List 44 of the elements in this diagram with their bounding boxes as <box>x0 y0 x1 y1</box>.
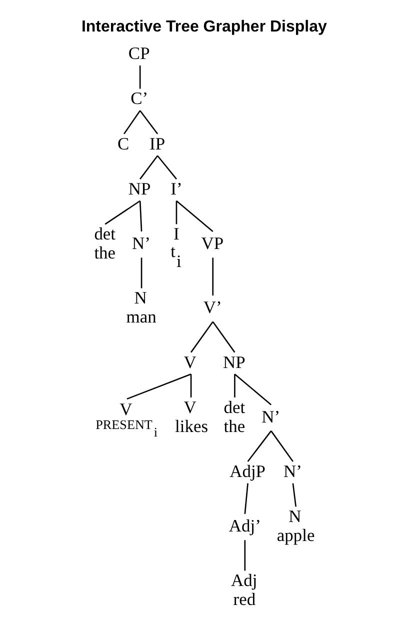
connector <box>212 321 235 353</box>
connector <box>234 374 235 398</box>
connector <box>244 483 248 514</box>
node-text: NP <box>222 352 245 372</box>
node-text: N’ <box>132 233 150 254</box>
connector <box>139 155 158 180</box>
connector <box>156 155 176 180</box>
node-text: N man <box>126 288 156 327</box>
connector <box>123 110 140 134</box>
connector <box>292 483 296 507</box>
node-text: IP <box>149 133 165 154</box>
diagram-title: Interactive Tree Grapher Display <box>80 18 326 36</box>
connector <box>140 258 142 288</box>
node-text: VP <box>200 233 224 254</box>
connector <box>270 430 293 462</box>
node-text: V’ <box>202 297 222 318</box>
node-text: Adj red <box>230 570 257 610</box>
node-text: C <box>117 133 129 154</box>
connector <box>212 258 214 296</box>
node-text: N’ <box>282 460 302 481</box>
connector <box>126 374 191 400</box>
node-text: V likes <box>174 396 208 436</box>
connector <box>244 540 246 571</box>
node-text: V <box>183 352 196 372</box>
connector <box>139 110 158 134</box>
node-text: AdjP <box>229 460 266 481</box>
connector <box>246 430 272 462</box>
connector <box>176 200 213 232</box>
connector <box>104 200 140 225</box>
node-text: N apple <box>276 506 314 546</box>
node-text: CP <box>128 43 150 64</box>
node-text: NP <box>128 178 150 198</box>
node-text: I’ <box>170 178 182 198</box>
connector <box>175 200 177 224</box>
connector <box>234 374 272 406</box>
node-text: det the <box>94 224 116 263</box>
node-text: Adj’ <box>228 516 260 536</box>
connector <box>138 65 140 89</box>
node-text: C’ <box>130 88 148 108</box>
node-text: det the <box>223 396 245 436</box>
node-text: N’ <box>261 406 280 426</box>
connector <box>190 374 192 398</box>
connector <box>190 321 213 353</box>
connector <box>138 200 142 232</box>
